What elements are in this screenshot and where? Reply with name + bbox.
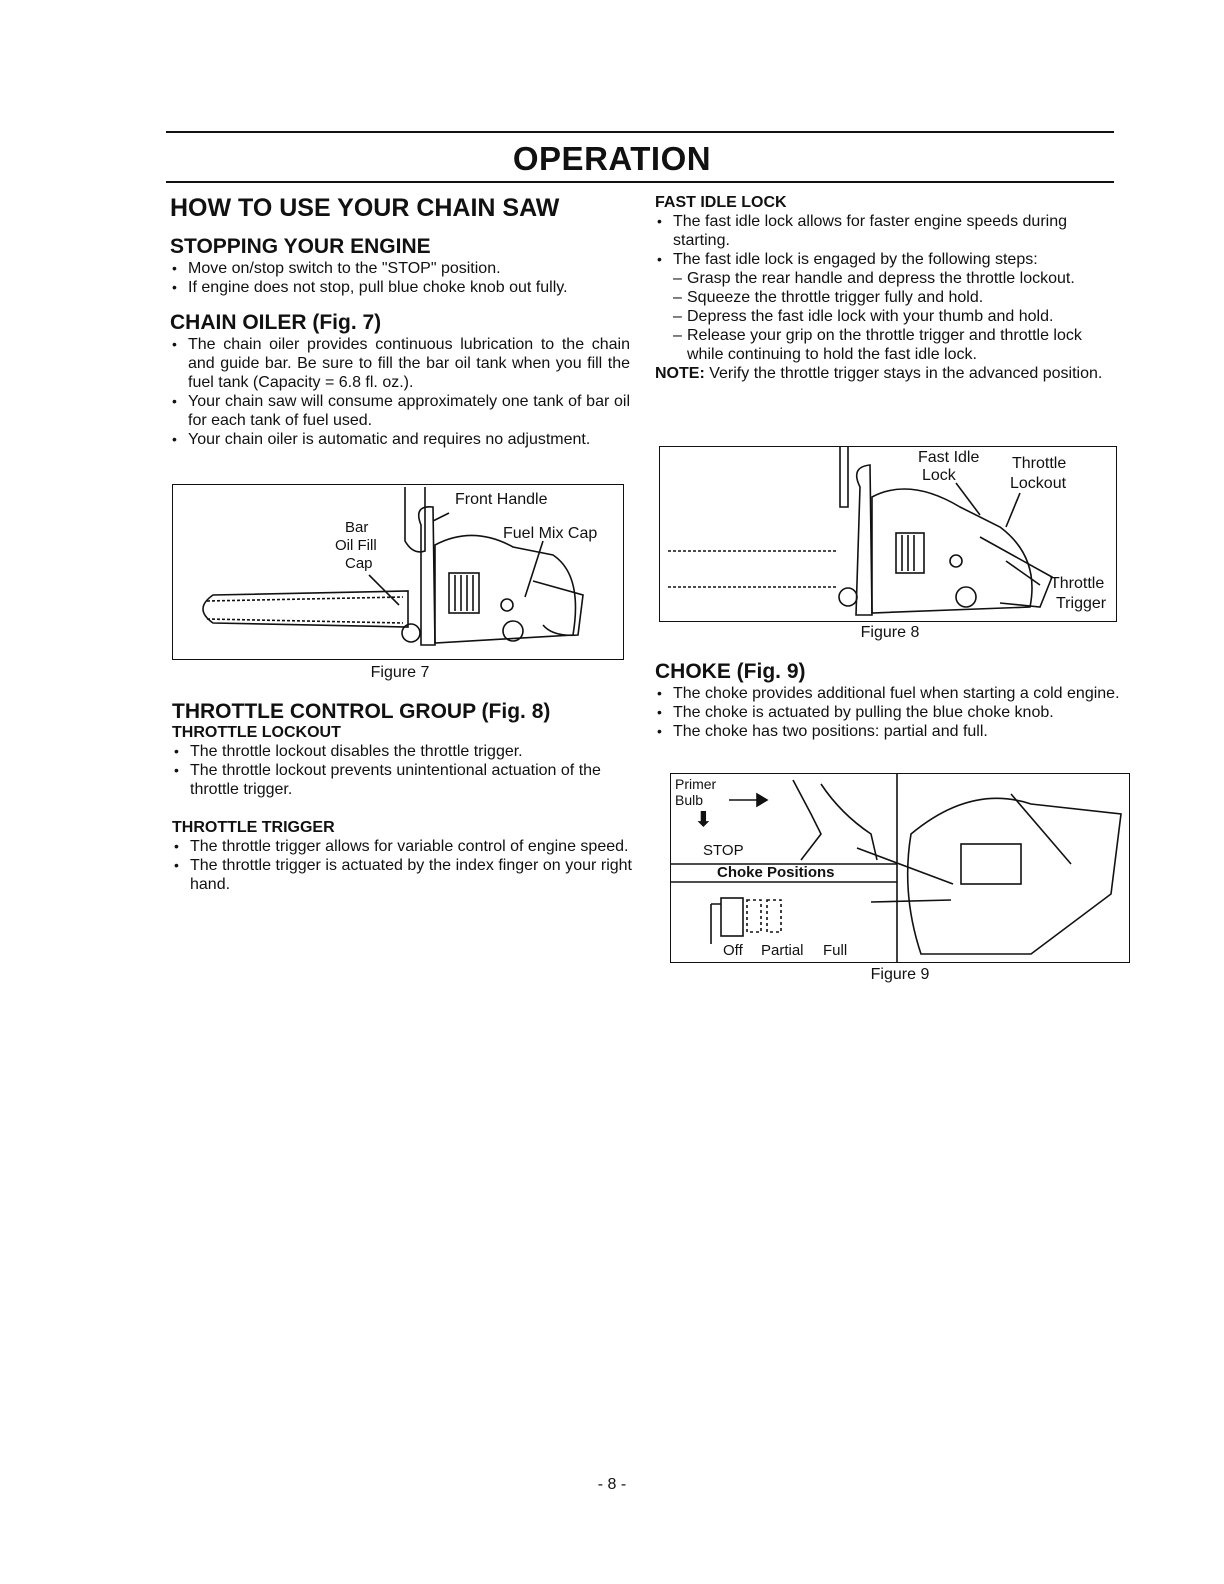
oiler-list: The chain oiler provides continuous lubr… bbox=[170, 335, 630, 449]
label-oil-fill: Oil Fill bbox=[335, 537, 377, 554]
list-item: The fast idle lock is engaged by the fol… bbox=[655, 250, 1117, 269]
list-item: Move on/stop switch to the "STOP" positi… bbox=[170, 259, 630, 278]
top-rule bbox=[166, 131, 1114, 133]
list-item: The throttle trigger is actuated by the … bbox=[172, 856, 632, 894]
list-item: The throttle lockout disables the thrott… bbox=[172, 742, 632, 761]
label-lock: Lock bbox=[922, 467, 956, 484]
main-heading: HOW TO USE YOUR CHAIN SAW bbox=[170, 194, 560, 222]
list-item: The chain oiler provides continuous lubr… bbox=[170, 335, 630, 392]
fast-idle-steps: Grasp the rear handle and depress the th… bbox=[655, 269, 1117, 364]
trigger-list: The throttle trigger allows for variable… bbox=[172, 837, 632, 894]
lockout-title: THROTTLE LOCKOUT bbox=[172, 724, 341, 741]
list-item: Grasp the rear handle and depress the th… bbox=[673, 269, 1117, 288]
figure-8-illustration: Fast Idle Lock Throttle Lockout Throttle… bbox=[659, 446, 1117, 622]
list-item: Depress the fast idle lock with your thu… bbox=[673, 307, 1117, 326]
chainsaw-drawing bbox=[202, 487, 584, 646]
list-item: The choke provides additional fuel when … bbox=[655, 684, 1121, 703]
list-item: Your chain saw will consume approximatel… bbox=[170, 392, 630, 430]
fast-idle-list: The fast idle lock allows for faster eng… bbox=[655, 212, 1117, 269]
figure-9-illustration: Primer Bulb ⬇ STOP Choke Positions Off P… bbox=[670, 773, 1130, 963]
title-rule bbox=[166, 181, 1114, 183]
list-item: Release your grip on the throttle trigge… bbox=[673, 326, 1117, 364]
label-throttle: Throttle bbox=[1012, 455, 1067, 472]
oiler-title: CHAIN OILER (Fig. 7) bbox=[170, 311, 382, 334]
choke-section: CHOKE (Fig. 9) The choke provides additi… bbox=[655, 660, 1121, 741]
choke-drawing bbox=[671, 774, 1122, 962]
list-item: Squeeze the throttle trigger fully and h… bbox=[673, 288, 1117, 307]
label-front-handle: Front Handle bbox=[455, 491, 548, 508]
stopping-title: STOPPING YOUR ENGINE bbox=[170, 235, 431, 258]
choke-list: The choke provides additional fuel when … bbox=[655, 684, 1121, 741]
label-bar: Bar bbox=[345, 519, 369, 536]
list-item: If engine does not stop, pull blue choke… bbox=[170, 278, 630, 297]
label-bulb: Bulb bbox=[675, 792, 704, 808]
throttle-group: THROTTLE CONTROL GROUP (Fig. 8) THROTTLE… bbox=[172, 700, 632, 894]
label-off: Off bbox=[723, 942, 743, 959]
trigger-title: THROTTLE TRIGGER bbox=[172, 819, 335, 836]
label-throttle-trigger: Throttle bbox=[1050, 575, 1105, 592]
label-lockout: Lockout bbox=[1010, 475, 1067, 492]
section-title: OPERATION bbox=[512, 140, 712, 177]
label-trigger: Trigger bbox=[1056, 595, 1107, 612]
figure-7-illustration: Front Handle Bar Oil Fill Cap Fuel Mix C… bbox=[172, 484, 624, 660]
note-text: Verify the throttle trigger stays in the… bbox=[704, 365, 1103, 382]
list-item: The fast idle lock allows for faster eng… bbox=[655, 212, 1117, 250]
list-item: The throttle lockout prevents unintentio… bbox=[172, 761, 632, 799]
label-cap: Cap bbox=[345, 555, 373, 572]
throttle-group-title: THROTTLE CONTROL GROUP (Fig. 8) bbox=[172, 700, 551, 723]
label-partial: Partial bbox=[761, 942, 804, 959]
arrow-down-icon: ⬇ bbox=[695, 809, 712, 831]
stopping-list: Move on/stop switch to the "STOP" positi… bbox=[170, 259, 630, 297]
list-item: The choke has two positions: partial and… bbox=[655, 722, 1121, 741]
list-item: The throttle trigger allows for variable… bbox=[172, 837, 632, 856]
label-fuel-mix-cap: Fuel Mix Cap bbox=[503, 525, 598, 542]
figure-7-caption: Figure 7 bbox=[370, 664, 430, 681]
label-stop: STOP bbox=[703, 842, 744, 859]
left-column: HOW TO USE YOUR CHAIN SAW STOPPING YOUR … bbox=[170, 194, 630, 449]
list-item: Your chain oiler is automatic and requir… bbox=[170, 430, 630, 449]
note-label: NOTE: bbox=[655, 365, 705, 382]
figure-8-caption: Figure 8 bbox=[860, 624, 920, 641]
right-column: FAST IDLE LOCK The fast idle lock allows… bbox=[655, 194, 1117, 383]
page-number: - 8 - bbox=[597, 1476, 627, 1493]
figure-9-caption: Figure 9 bbox=[870, 966, 930, 983]
label-choke-positions: Choke Positions bbox=[717, 864, 835, 881]
label-primer: Primer bbox=[675, 776, 717, 792]
label-fast-idle: Fast Idle bbox=[918, 449, 980, 466]
choke-title: CHOKE (Fig. 9) bbox=[655, 660, 806, 683]
lockout-list: The throttle lockout disables the thrott… bbox=[172, 742, 632, 799]
fast-idle-title: FAST IDLE LOCK bbox=[655, 194, 787, 211]
label-full: Full bbox=[823, 942, 848, 959]
list-item: The choke is actuated by pulling the blu… bbox=[655, 703, 1121, 722]
throttle-drawing bbox=[668, 447, 1054, 616]
fast-idle-note: NOTE: Verify the throttle trigger stays … bbox=[655, 364, 1117, 383]
